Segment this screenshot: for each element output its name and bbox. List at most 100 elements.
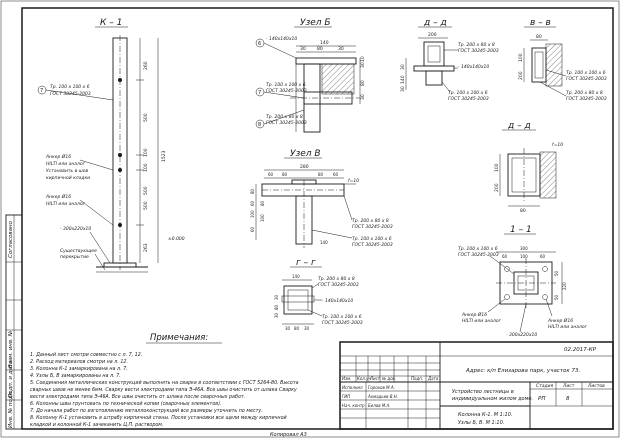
gg-dim-1: 30 xyxy=(274,294,279,300)
k1-dim-1: 500 xyxy=(143,113,149,122)
k1-tube-spec: Тр. 100 х 100 х 6 xyxy=(50,84,90,90)
uzel-b-tube2-spec: Тр. 200 х 80 х 8 xyxy=(266,114,303,120)
uzel-b-dim-0: 140 xyxy=(320,40,329,46)
notes-title: Примечания: xyxy=(150,333,208,343)
dd2-dim-2: 200 xyxy=(494,183,500,192)
view-uzel-b: Узел Б 140 30 80 30 30 80 30 10 6 - 140х… xyxy=(255,18,366,133)
note-5a: 5. Соединения металлических конструкций … xyxy=(30,380,299,386)
s11-dim-2: 100 xyxy=(520,254,528,259)
sheet-frame xyxy=(21,7,614,430)
vv-dim-1: 100 xyxy=(518,53,524,62)
gg-dim-4: 30 xyxy=(285,326,291,331)
dd-tube2-spec: Тр. 100 х 100 х 6 xyxy=(448,90,488,96)
uzel-v-dim-10: 100 xyxy=(260,214,265,222)
k1-dim-6: 500 xyxy=(143,201,149,210)
note-1: 1. Данный лист смотри совместно с л. 7, … xyxy=(30,352,142,358)
uzel-b-callout-6: 6 xyxy=(258,41,261,47)
uzel-b-tube1-gost: ГОСТ 30245-2003 xyxy=(266,88,307,94)
uzel-v-dim-0: 280 xyxy=(300,164,309,170)
view-title-vv: в – в xyxy=(530,18,551,28)
s11-dim-6: 50 xyxy=(554,294,559,300)
side-stamp-agreed: Согласовано xyxy=(8,220,14,258)
uzel-b-callout-8: 8 xyxy=(258,122,261,128)
gg-dim-3: 30 xyxy=(274,312,279,318)
tb-hdr-kol: Кол.уч xyxy=(357,376,371,381)
uzel-b-tube2-gost: ГОСТ 30245-2003 xyxy=(266,120,307,126)
side-stamp-replace: Взам. инв. № xyxy=(8,330,14,368)
vv-tube1-gost: ГОСТ 30245-2003 xyxy=(566,76,607,82)
vv-dim-2: 200 xyxy=(518,71,524,80)
uzel-b-tube1-spec: Тр. 100 х 100 х 6 xyxy=(266,82,306,88)
k1-anchor2-line1: Анкер Ø16 xyxy=(45,193,71,200)
uzel-b-callout-7: 7 xyxy=(258,90,261,96)
tb-hdr-date: Дата xyxy=(427,376,439,381)
uzel-v-tube2-spec: Тр. 100 х 100 х 6 xyxy=(352,236,392,242)
callout-7-number: 7 xyxy=(40,88,43,94)
view-dd-top: д – д 200 30 140 30 Тр. 200 х 80 х 8 ГОС… xyxy=(400,18,499,102)
view-title-dd: д – д xyxy=(423,18,447,28)
uzel-v-dim-3: 80 xyxy=(318,172,324,177)
tb-name-3: Белов М.А. xyxy=(368,403,391,408)
note-8b: кладкой и колонной К-1 зачеканить Ц.П. р… xyxy=(30,422,163,428)
dd-dim-0: 200 xyxy=(428,32,437,38)
note-7: 7. До начала работ по изготовлению метал… xyxy=(30,408,263,414)
tb-role-3: Нач. контр xyxy=(342,403,365,408)
note-3: 3. Колонна К-1 замаркирована на л. 7. xyxy=(30,366,128,372)
view-gg: г – г 140 30 80 30 30 80 30 Тр. 200 х 80… xyxy=(274,258,363,331)
s11-anchor-line1: Анкер Ø16 xyxy=(461,311,487,318)
dd-dim-2: 140 xyxy=(400,75,406,84)
format-label: Копировал А3 xyxy=(270,432,307,438)
uzel-v-dim-9: 80 xyxy=(260,200,265,206)
title-address: Адрес: к/п Елизарова парк, участок 73. xyxy=(465,368,580,374)
tb-hdr-sign: Подп. xyxy=(411,376,423,381)
title-code: 02.2017-КР xyxy=(564,347,597,353)
dd-plate: - 140х140х10 xyxy=(458,64,489,70)
k1-dim-3: 500 xyxy=(143,186,149,195)
note-6: 6. Колонны швы грунтовать по технической… xyxy=(30,401,221,407)
uzel-v-weld: f=10 xyxy=(348,178,359,184)
dd-dim-3: 30 xyxy=(400,86,406,92)
tb-name-2: Ахмадьев В.Н. xyxy=(367,394,398,399)
uzel-v-dim-8: 60 xyxy=(250,226,255,232)
tb-name-1: Горохов М.А. xyxy=(368,385,395,390)
uzel-b-dim-5: 80 xyxy=(360,80,366,86)
view-title-gg: г – г xyxy=(296,258,316,268)
tb-sheet-label: Лист xyxy=(562,383,575,389)
gg-dim-5: 80 xyxy=(294,326,300,331)
uzel-v-dim-11: 140 xyxy=(320,240,328,245)
s11-anchor-right-line2: HILTI или аналог xyxy=(548,324,588,330)
tb-role-1: Исполнил xyxy=(342,385,363,390)
view-vv: в – в 80 100 200 Тр. 100 х 100 х 6 ГОСТ … xyxy=(518,18,607,102)
tb-sheets-label: Листов xyxy=(587,383,605,389)
dd-tube1-gost: ГОСТ 30245-2003 xyxy=(458,48,499,54)
note-5c: вести электродами типа Э-46А. Все швы оч… xyxy=(30,394,245,400)
gg-dim-0: 140 xyxy=(292,274,300,279)
masonry-hatch xyxy=(321,63,355,95)
k1-dim-5: 100 xyxy=(143,163,149,172)
gg-dim-6: 30 xyxy=(304,326,310,331)
k1-floor-line2: перекрытие xyxy=(60,255,89,260)
uzel-b-dim-3: 30 xyxy=(338,46,344,52)
k1-anchor1-line3: Установить в шов xyxy=(46,168,89,174)
gg-tube1-spec: Тр. 200 х 80 х 8 xyxy=(318,276,355,282)
tb-hdr-izm: Изм. xyxy=(342,376,351,381)
gg-tube2-spec: Тр. 100 х 100 х 6 xyxy=(322,314,362,320)
k1-level: ±0.000 xyxy=(168,236,185,242)
k1-tube-gost: ГОСТ 30245-2003 xyxy=(50,91,91,97)
k1-plate: - 300х220х10 xyxy=(60,226,91,232)
s11-dim-4: 220 xyxy=(562,282,567,290)
view-title-uzel-v: Узел В xyxy=(290,149,321,159)
s11-dim-1: 60 xyxy=(502,254,508,259)
s11-dim-3: 60 xyxy=(540,254,546,259)
note-4: 4. Узлы Б, В замаркированы на л. 7. xyxy=(30,373,121,379)
view-title-dd2: д – д xyxy=(507,121,531,131)
uzel-b-dim-1: 30 xyxy=(300,46,306,52)
uzel-v-dim-6: 60 xyxy=(250,200,255,206)
tb-desc-1: Устройство лестницы в xyxy=(452,389,514,395)
uzel-v-tube1-gost: ГОСТ 30245-2003 xyxy=(352,224,393,230)
tb-sheet-title-1: Колонна К-1. М 1:10. xyxy=(458,412,513,418)
view-dd-side: д – д f=10 80 100 200 xyxy=(494,121,563,214)
vv-tube2-gost: ГОСТ 30245-2003 xyxy=(566,96,607,102)
